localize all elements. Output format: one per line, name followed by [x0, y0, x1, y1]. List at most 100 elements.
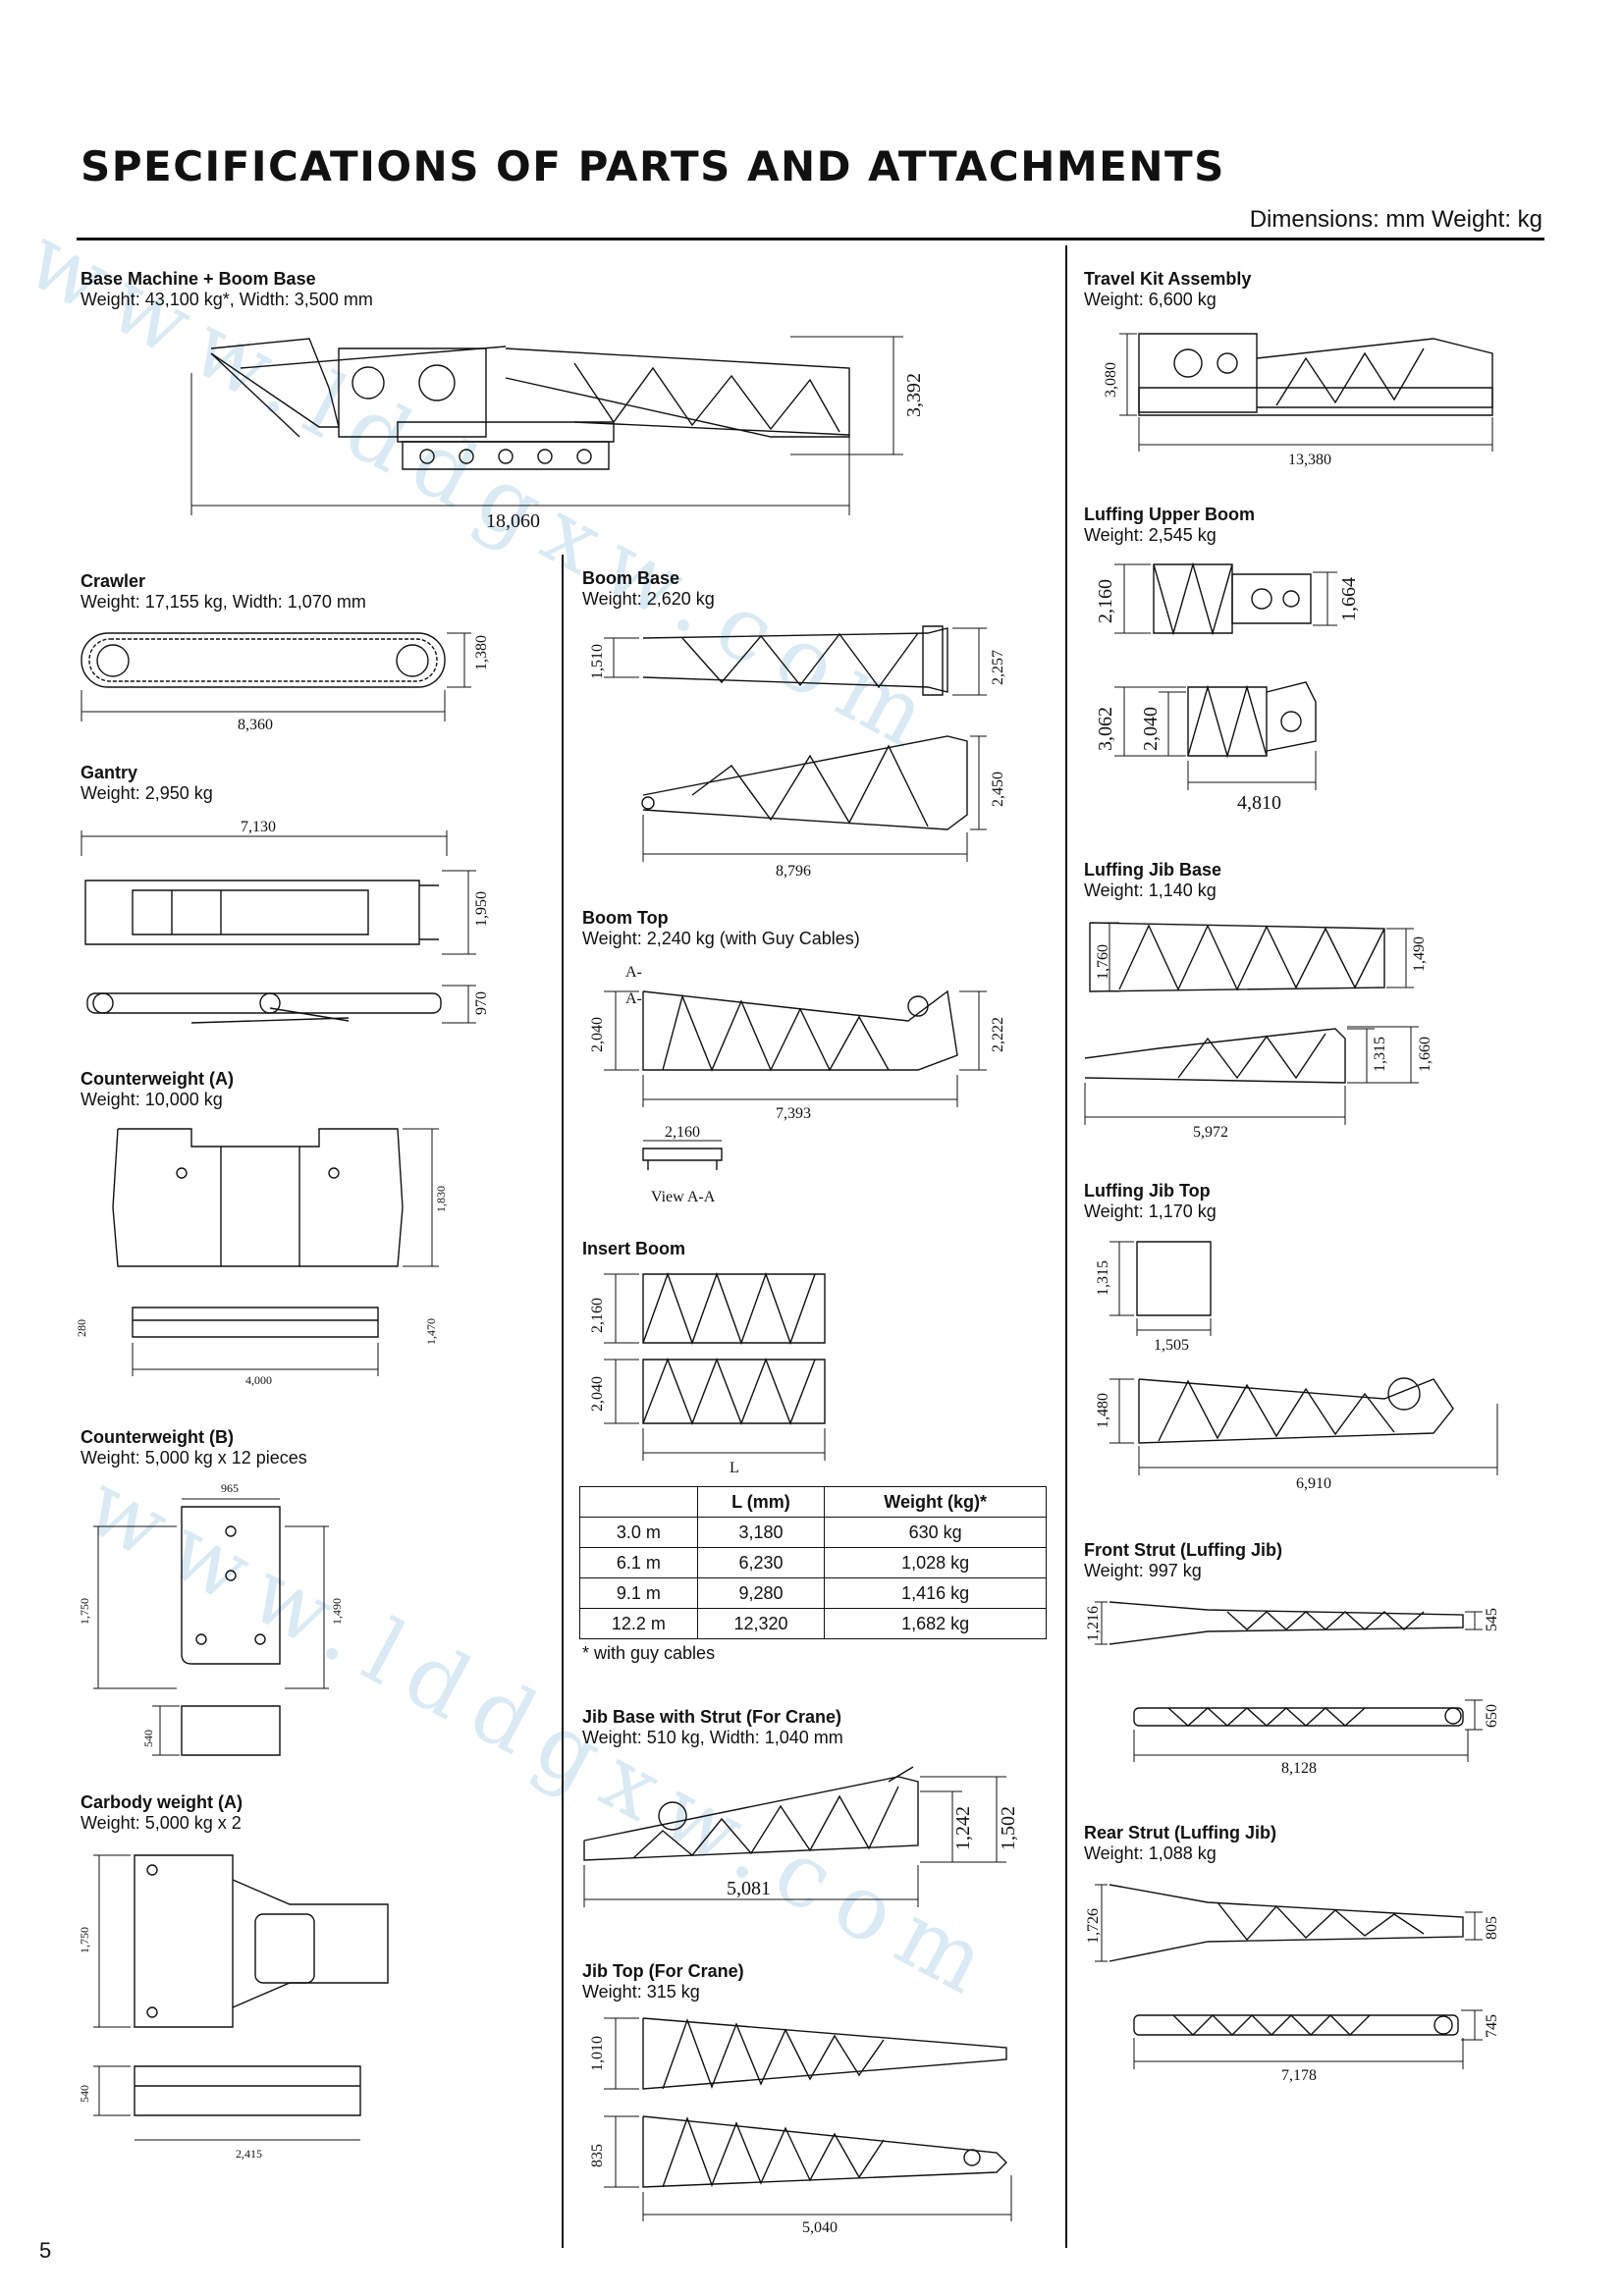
dim-label: 1,242: [952, 1806, 974, 1850]
units-note: Dimensions: mm Weight: kg: [1249, 206, 1542, 233]
table-row: 3.0 m 3,180 630 kg: [579, 1517, 1047, 1548]
dim-label: 1,726: [1085, 1908, 1102, 1944]
rear-strut-drawing: 1,726 805 745 7,178: [1085, 1873, 1500, 2084]
dim-label: 1,315: [1095, 1260, 1111, 1296]
dim-label: 13,380: [1288, 452, 1331, 468]
dim-label: 1,380: [473, 635, 490, 670]
dim-label: 1,315: [1372, 1037, 1388, 1072]
table-cell: 1,682 kg: [824, 1608, 1047, 1639]
section-title: Boom Top: [582, 908, 669, 928]
page-title: SPECIFICATIONS OF PARTS AND ATTACHMENTS: [81, 142, 1225, 190]
section-title: Jib Base with Strut (For Crane): [582, 1707, 842, 1727]
table-cell: 9,280: [696, 1577, 826, 1609]
dim-label: L: [730, 1460, 739, 1476]
insert-boom-table: L (mm) Weight (kg)* 3.0 m 3,180 630 kg 6…: [579, 1486, 1047, 1639]
dim-label: 1,950: [473, 891, 490, 927]
dim-label: 1,510: [589, 644, 606, 679]
dim-label: 745: [1484, 2014, 1500, 2038]
table-cell: 1,028 kg: [824, 1547, 1047, 1578]
table-cell: 12,320: [696, 1608, 826, 1639]
dim-label: 1,490: [1411, 936, 1428, 972]
dim-label: 1,010: [589, 2036, 606, 2071]
dim-label: 1,470: [424, 1318, 438, 1345]
section-weight: Weight: 315 kg: [582, 1982, 700, 2002]
dim-label: 1,490: [330, 1598, 344, 1625]
carbody-drawing: 1,750 540 2,415: [78, 1845, 407, 2161]
dim-label: 4,810: [1237, 792, 1281, 814]
section-title: Counterweight (B): [81, 1427, 234, 1447]
dim-label: 1,750: [78, 1598, 91, 1625]
dim-label: 2,160: [589, 1298, 606, 1333]
dim-label: 2,040: [589, 1376, 606, 1412]
section-title: Front Strut (Luffing Jib): [1084, 1540, 1282, 1560]
dim-label: 18,060: [486, 510, 540, 532]
dim-label: 7,393: [776, 1105, 811, 1122]
front-strut-drawing: 1,216 545 650 8,128: [1085, 1590, 1500, 1777]
section-title: Boom Base: [582, 568, 680, 588]
dim-label: 8,796: [776, 863, 811, 880]
insert-boom-drawing: 2,160 2,040 L: [589, 1266, 869, 1476]
dim-label: 1,502: [998, 1806, 1019, 1850]
counterweight-a-drawing: 1,830 280 1,470 4,000: [75, 1119, 448, 1387]
dim-label: 650: [1484, 1704, 1500, 1728]
dim-label: 2,222: [990, 1017, 1006, 1052]
dim-label: 2,040: [1140, 707, 1162, 751]
dim-label: 1,664: [1338, 577, 1360, 621]
luffing-jib-base-drawing: 1,760 1,490 1,315 1,660 5,972: [1080, 911, 1434, 1141]
dim-label: 8,360: [238, 717, 273, 733]
section-weight: Weight: 10,000 kg: [81, 1090, 223, 1109]
dim-label: 8,128: [1281, 1760, 1317, 1777]
dim-label: 5,972: [1193, 1124, 1228, 1141]
crawler-drawing: 1,380 8,360: [74, 623, 490, 733]
section-title: Luffing Jib Top: [1084, 1181, 1211, 1201]
dim-label: 280: [75, 1319, 88, 1337]
page-number: 5: [39, 2238, 52, 2263]
section-mark: A-: [625, 990, 642, 1007]
section-weight: Weight: 2,545 kg: [1084, 525, 1217, 545]
section-weight: Weight: 43,100 kg*, Width: 3,500 mm: [81, 290, 373, 309]
section-weight: Weight: 17,155 kg, Width: 1,070 mm: [81, 592, 366, 612]
section-weight: Weight: 510 kg, Width: 1,040 mm: [582, 1728, 843, 1747]
dim-label: 2,160: [665, 1124, 700, 1141]
table-cell: 630 kg: [824, 1517, 1047, 1548]
table-cell: 3.0 m: [579, 1517, 698, 1548]
dim-label: 540: [78, 2085, 91, 2103]
dim-label: 2,160: [1095, 579, 1116, 623]
dim-label: 7,178: [1281, 2067, 1317, 2084]
section-mark: A-: [625, 964, 642, 981]
column-divider-right: [1065, 245, 1067, 2248]
section-weight: Weight: 6,600 kg: [1084, 290, 1217, 309]
table-note: * with guy cables: [582, 1643, 716, 1663]
boom-top-drawing: A- A- 2,040 2,222 7,393 2,160 View A-A: [589, 964, 1006, 1205]
dim-label: 3,062: [1095, 707, 1116, 751]
view-label: View A-A: [651, 1189, 716, 1205]
table-row: 9.1 m 9,280 1,416 kg: [579, 1577, 1047, 1609]
section-title: Gantry: [81, 763, 138, 782]
section-title: Luffing Upper Boom: [1084, 505, 1255, 524]
section-weight: Weight: 2,620 kg: [582, 589, 715, 609]
dim-label: 1,505: [1154, 1337, 1189, 1354]
gantry-drawing: 7,130 1,950 970: [74, 819, 490, 1042]
section-title: Travel Kit Assembly: [1084, 269, 1252, 289]
table-cell: 6,230: [696, 1547, 826, 1578]
section-title: Crawler: [81, 571, 146, 591]
base-machine-drawing: 3,392 18,060: [182, 309, 925, 532]
table-cell: 1,416 kg: [824, 1577, 1047, 1609]
dim-label: 5,081: [727, 1878, 771, 1899]
table-row: 12.2 m 12,320 1,682 kg: [579, 1608, 1047, 1639]
table-cell: 9.1 m: [579, 1577, 698, 1609]
dim-label: 2,450: [990, 772, 1006, 807]
dim-label: 3,392: [903, 373, 925, 417]
table-header: L (mm): [696, 1486, 826, 1518]
table-row: 6.1 m 6,230 1,028 kg: [579, 1547, 1047, 1578]
section-weight: Weight: 5,000 kg x 2: [81, 1813, 242, 1833]
dim-label: 3,080: [1103, 362, 1119, 398]
dim-label: 1,216: [1085, 1606, 1102, 1641]
dim-label: 7,130: [241, 819, 276, 835]
jib-base-drawing: 1,242 1,502 5,081: [574, 1762, 1019, 1924]
section-title: Luffing Jib Base: [1084, 860, 1222, 880]
dim-label: 805: [1484, 1916, 1500, 1940]
travel-kit-drawing: 3,080 13,380: [1103, 319, 1512, 468]
section-weight: Weight: 2,240 kg (with Guy Cables): [582, 929, 860, 948]
section-title: Jib Top (For Crane): [582, 1961, 744, 1981]
